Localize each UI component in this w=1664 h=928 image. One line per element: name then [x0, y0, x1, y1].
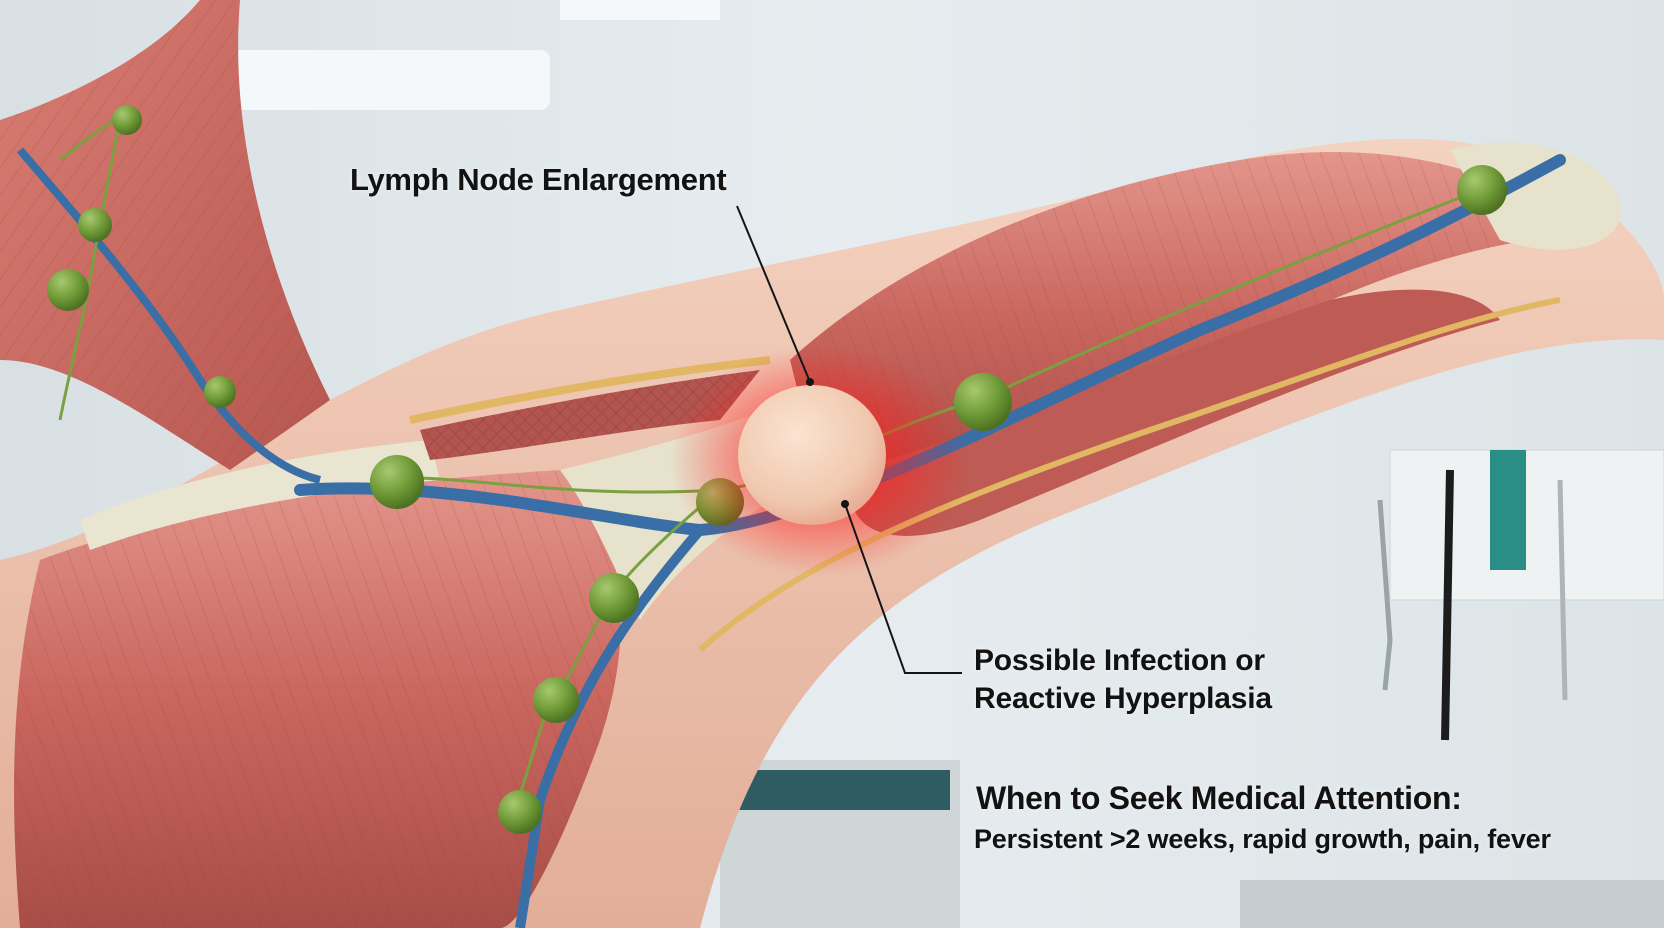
lymph-node [1457, 165, 1507, 215]
lymph-node [954, 373, 1012, 431]
leader-line-node [736, 205, 811, 383]
leader-dot-cause [841, 500, 849, 508]
exam-table-cushion [730, 770, 950, 810]
lymph-node [533, 677, 579, 723]
instrument-cord-3 [1557, 479, 1568, 701]
instrument-cord-2 [1441, 469, 1454, 741]
lymph-node-enlargement-label: Lymph Node Enlargement [350, 162, 727, 197]
ceiling-light-top [560, 0, 720, 20]
fat-layer-lower [697, 297, 1561, 653]
lymph-node [589, 573, 639, 623]
fat-layer [409, 356, 771, 424]
lymph-vessel-down [508, 488, 721, 821]
counter [1240, 880, 1664, 928]
lymph-node [78, 208, 112, 242]
lymph-node [498, 790, 542, 834]
tissue-cross-section-cells [420, 370, 760, 460]
lymph-node [204, 376, 236, 408]
possible-cause-label: Possible Infection or Reactive Hyperplas… [974, 642, 1272, 718]
lymph-node [112, 105, 142, 135]
clavicle-tendon [80, 440, 440, 550]
medical-attention-criteria: Persistent >2 weeks, rapid growth, pain,… [974, 824, 1551, 854]
equipment-panel [1389, 449, 1664, 601]
medical-attention-heading: When to Seek Medical Attention: [976, 780, 1462, 816]
triceps-muscle [848, 289, 1500, 536]
pectoral-fibers [14, 470, 621, 928]
cause-line-2: Reactive Hyperplasia [974, 682, 1272, 715]
lymph-node [370, 455, 424, 509]
otoscope-handle [1490, 450, 1526, 570]
lymph-nodes [47, 105, 1507, 834]
instrument-cord-1 [1377, 499, 1393, 691]
leader-dot-node [806, 378, 814, 386]
cause-line-1: Possible Infection or [974, 644, 1265, 677]
lymph-node [47, 269, 89, 311]
neck-muscle-fibers [0, 0, 330, 470]
enlarged-lymph-node [738, 385, 886, 525]
descending-vein [515, 526, 704, 928]
leader-line-cause [844, 503, 962, 674]
neck-vein [16, 147, 321, 484]
ceiling-light [200, 50, 550, 110]
